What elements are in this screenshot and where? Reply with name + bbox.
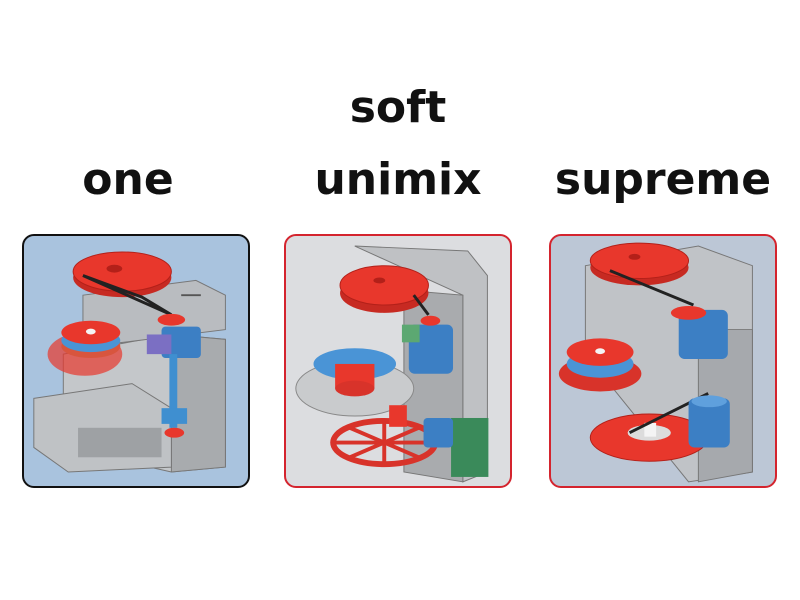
soft-unimix-machine-illustration — [295, 245, 489, 483]
title-soft: soft — [349, 82, 447, 133]
panel-one[interactable] — [22, 234, 250, 488]
title-one: one — [82, 154, 174, 205]
panel-supreme[interactable] — [549, 234, 777, 488]
title-unimix: unimix — [314, 154, 482, 205]
title-supreme: supreme — [554, 154, 772, 205]
panel-soft-unimix[interactable] — [284, 234, 512, 488]
one-machine-illustration — [33, 251, 226, 473]
supreme-machine-illustration — [558, 242, 753, 483]
